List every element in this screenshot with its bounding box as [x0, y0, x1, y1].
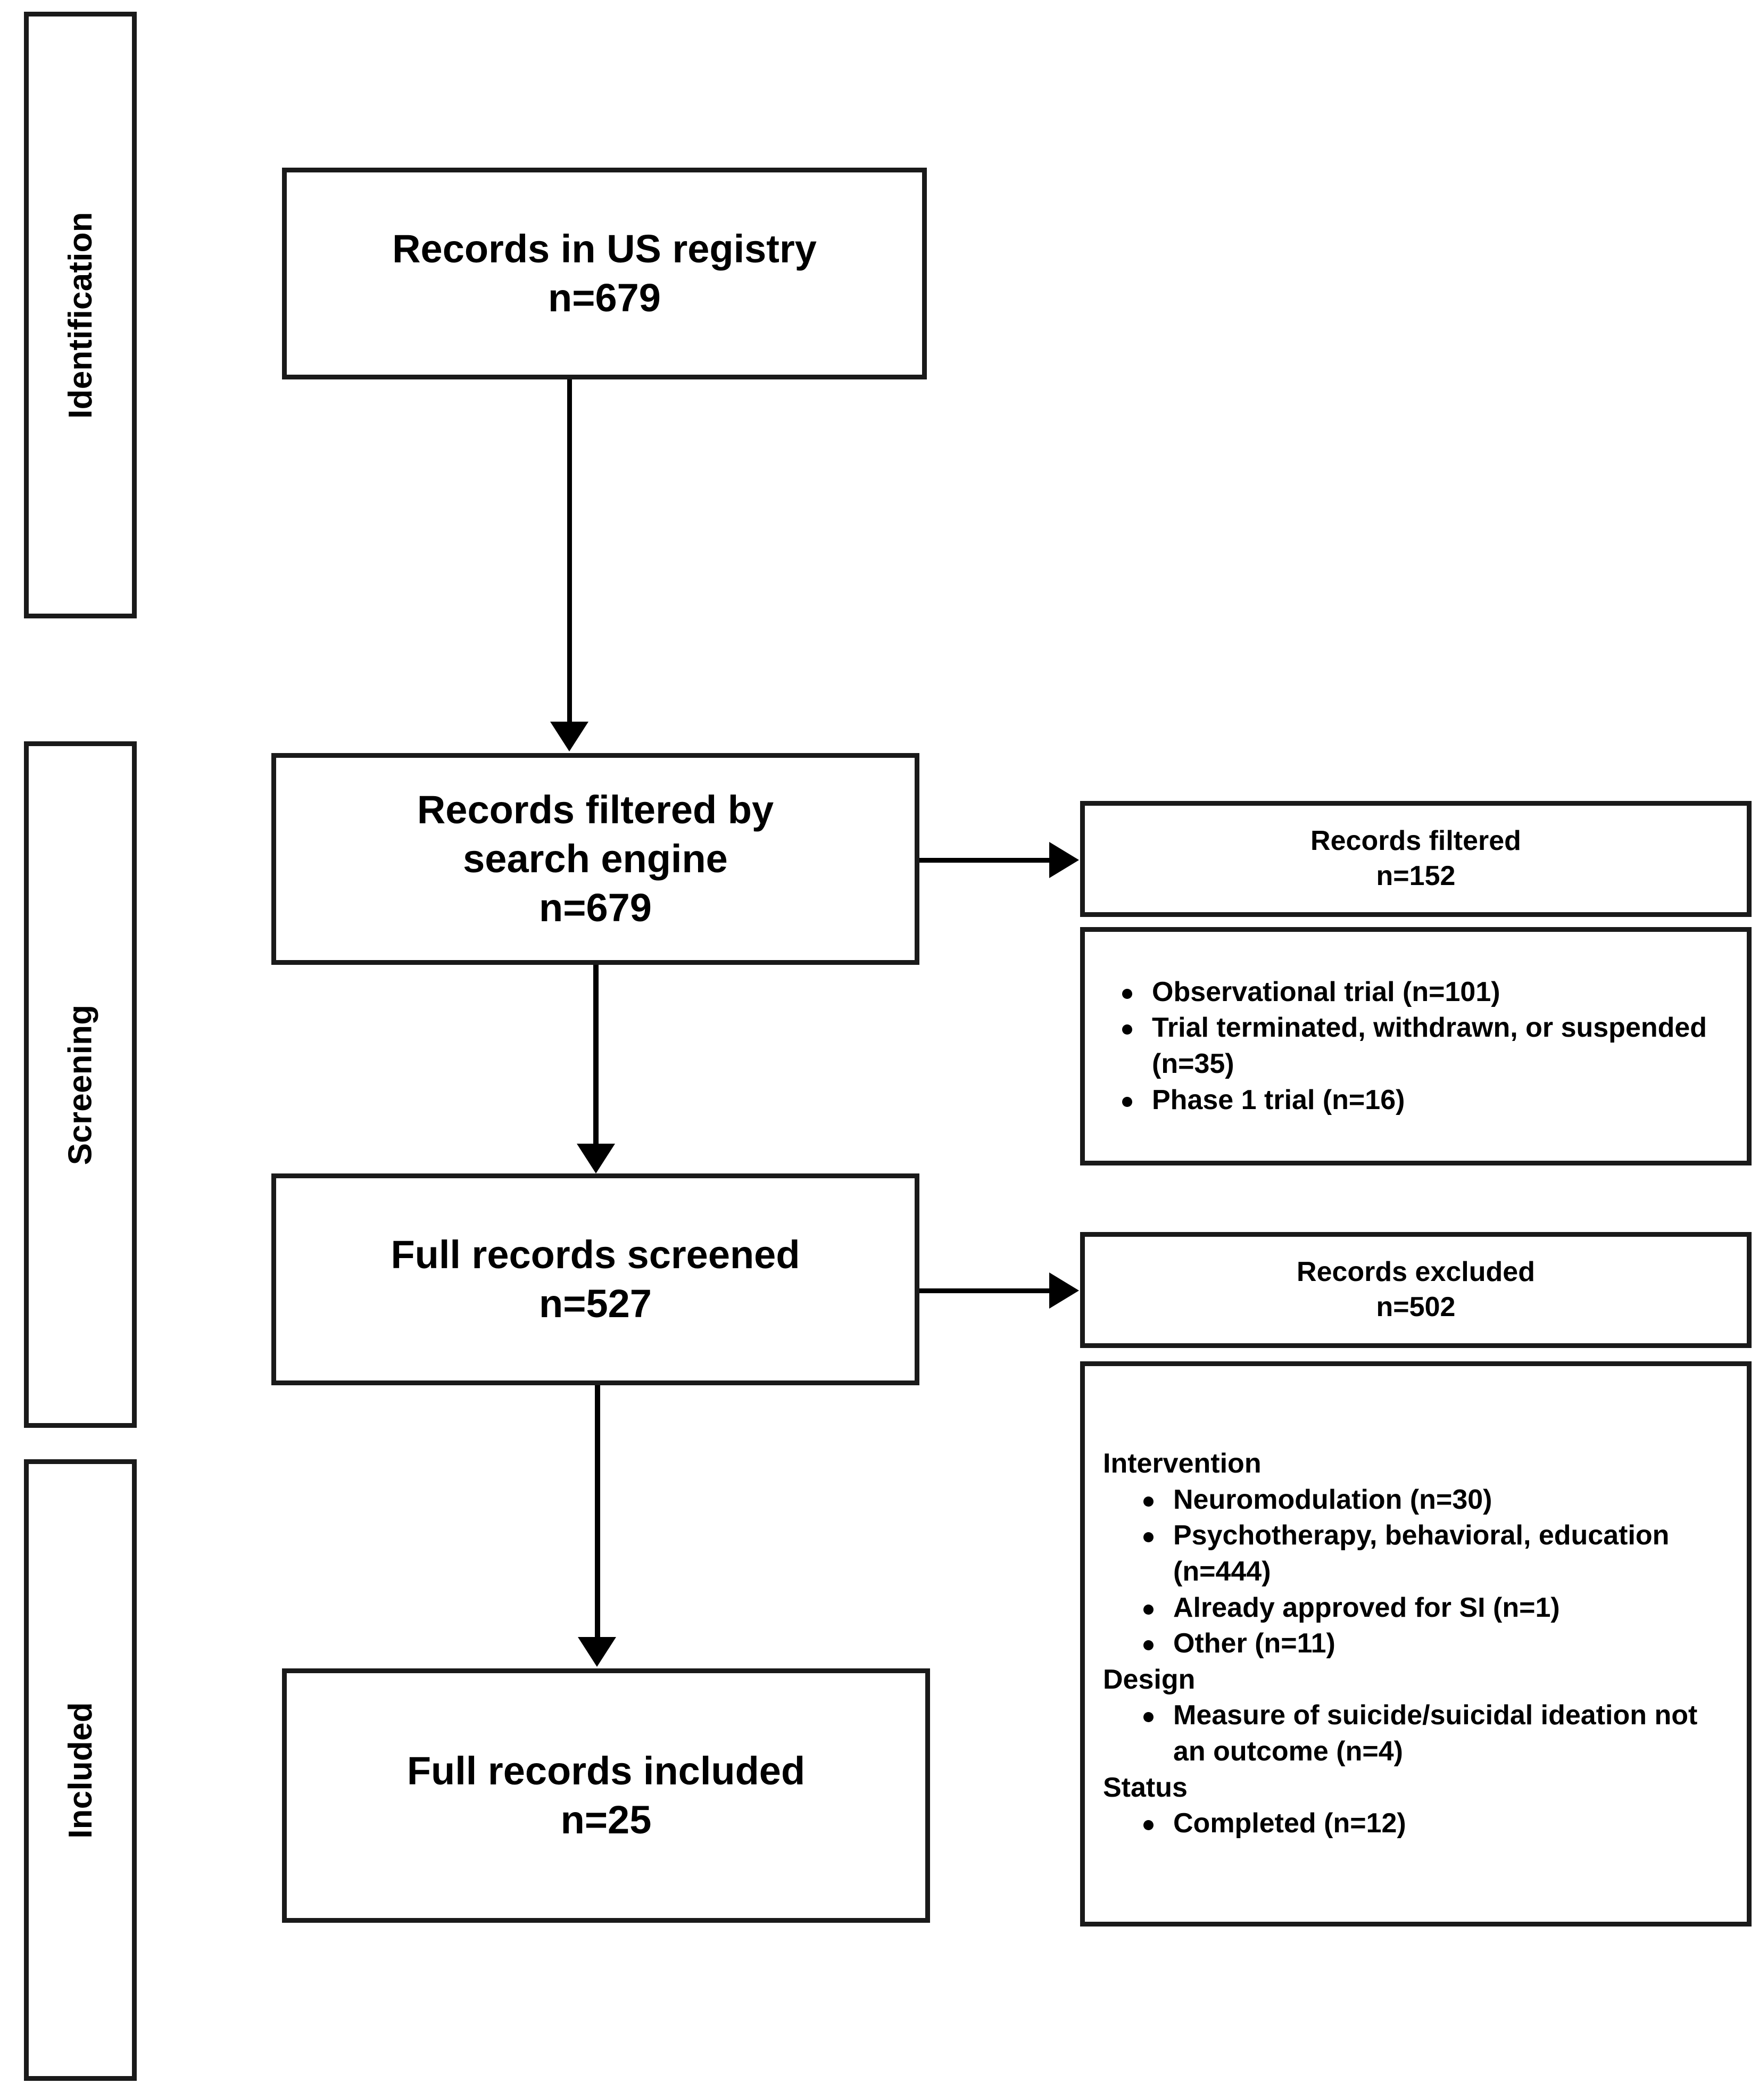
stage-box-screening: Screening: [24, 741, 137, 1428]
list-item: Neuromodulation (n=30): [1103, 1482, 1733, 1518]
side-box-records-filtered-out: Records filtered n=152: [1080, 801, 1752, 917]
list-item: Completed (n=12): [1103, 1806, 1733, 1842]
flow-box-records-included: Full records included n=25: [282, 1668, 930, 1923]
flow-box-records-screened: Full records screened n=527: [271, 1173, 919, 1385]
exclusion-design-list: Measure of suicide/suicidal ideation not…: [1103, 1698, 1733, 1770]
exclusion-group-heading: Intervention: [1103, 1448, 1262, 1479]
flow-box-records-filtered-title-line1: Records filtered by: [417, 788, 774, 832]
exclusion-group-status: Status Completed (n=12): [1103, 1770, 1733, 1842]
arrowhead-filtered-to-filtered-out: [1049, 842, 1079, 878]
side-box-records-excluded: Records excluded n=502: [1080, 1232, 1752, 1348]
connector-screened-to-included: [595, 1385, 600, 1638]
side-box-records-excluded-count: n=502: [1376, 1292, 1456, 1322]
stage-label-identification: Identification: [62, 211, 99, 419]
arrowhead-screened-to-excluded: [1049, 1272, 1079, 1309]
side-detail-box-exclusion-reasons: Intervention Neuromodulation (n=30) Psyc…: [1080, 1361, 1752, 1927]
stage-box-included: Included: [24, 1459, 137, 2081]
list-item: Observational trial (n=101): [1103, 974, 1733, 1011]
side-box-records-excluded-title: Records excluded: [1297, 1256, 1535, 1288]
flow-box-records-included-count: n=25: [560, 1798, 652, 1842]
flow-box-records-filtered: Records filtered by search engine n=679: [271, 753, 919, 965]
list-item: Trial terminated, withdrawn, or suspende…: [1103, 1010, 1733, 1082]
flow-box-records-screened-title: Full records screened: [391, 1233, 800, 1277]
exclusion-group-heading: Design: [1103, 1664, 1196, 1695]
list-item: Measure of suicide/suicidal ideation not…: [1103, 1698, 1733, 1770]
exclusion-status-list: Completed (n=12): [1103, 1806, 1733, 1842]
flow-box-records-filtered-title-line2: search engine: [463, 837, 728, 881]
exclusion-group-intervention: Intervention Neuromodulation (n=30) Psyc…: [1103, 1446, 1733, 1662]
flow-box-records-filtered-count: n=679: [539, 885, 652, 930]
arrowhead-filtered-to-screened: [577, 1144, 615, 1173]
list-item: Phase 1 trial (n=16): [1103, 1082, 1733, 1119]
side-box-records-filtered-out-count: n=152: [1376, 861, 1456, 891]
flow-box-records-screened-count: n=527: [539, 1282, 652, 1326]
arrowhead-screened-to-included: [578, 1637, 616, 1667]
side-box-records-filtered-out-title: Records filtered: [1310, 825, 1521, 857]
connector-filtered-to-screened: [593, 965, 599, 1145]
arrowhead-identified-to-filtered: [550, 722, 588, 751]
exclusion-group-heading: Status: [1103, 1772, 1188, 1803]
flow-box-records-identified-count: n=679: [548, 276, 661, 320]
side-detail-box-filter-reasons: Observational trial (n=101) Trial termin…: [1080, 927, 1752, 1165]
flow-box-records-included-title: Full records included: [406, 1749, 806, 1793]
stage-label-screening: Screening: [62, 1004, 99, 1165]
flow-box-records-identified-title: Records in US registry: [392, 227, 817, 271]
connector-filtered-to-filtered-out: [919, 858, 1051, 863]
flow-box-records-identified: Records in US registry n=679: [282, 168, 927, 379]
stage-box-identification: Identification: [24, 12, 137, 618]
stage-label-included: Included: [62, 1701, 99, 1839]
exclusion-intervention-list: Neuromodulation (n=30) Psychotherapy, be…: [1103, 1482, 1733, 1662]
list-item: Other (n=11): [1103, 1626, 1733, 1662]
list-item: Psychotherapy, behavioral, education (n=…: [1103, 1518, 1733, 1590]
connector-identified-to-filtered: [567, 379, 572, 723]
exclusion-group-design: Design Measure of suicide/suicidal ideat…: [1103, 1662, 1733, 1770]
filter-reasons-list: Observational trial (n=101) Trial termin…: [1103, 974, 1733, 1118]
list-item: Already approved for SI (n=1): [1103, 1590, 1733, 1626]
connector-screened-to-excluded: [919, 1288, 1051, 1293]
